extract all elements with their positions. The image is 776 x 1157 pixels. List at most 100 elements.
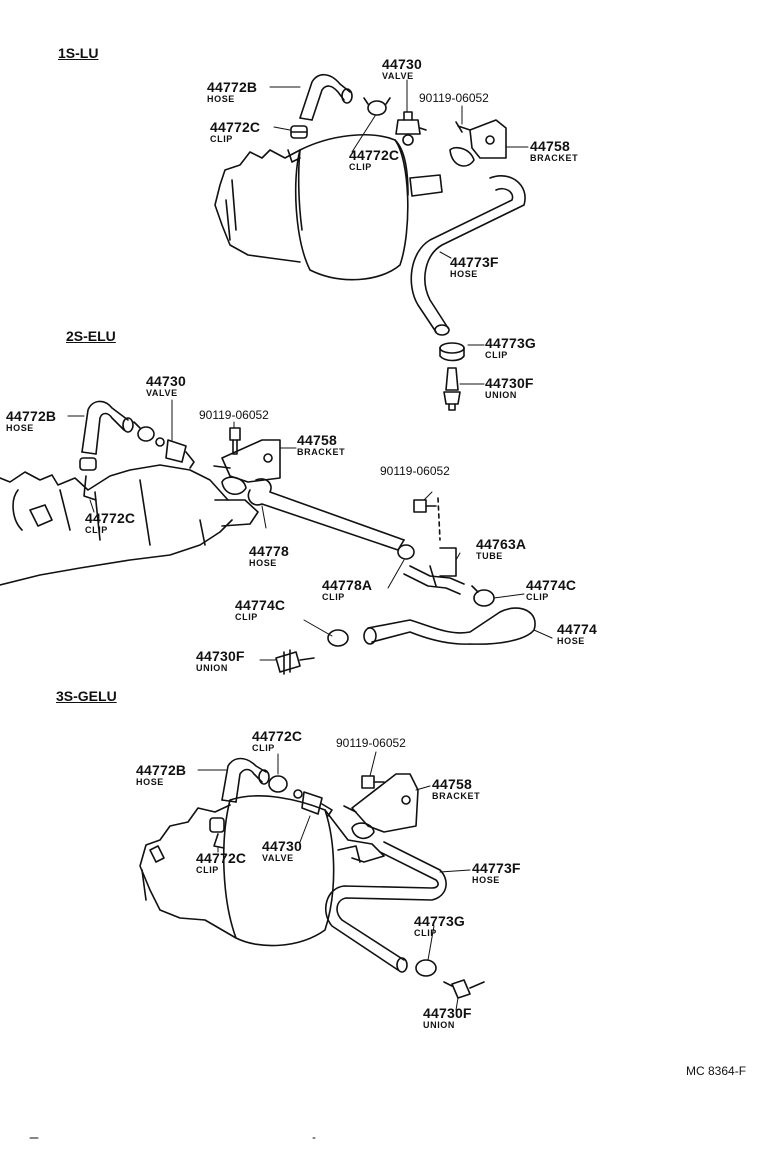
callout-part-name: BRACKET <box>530 153 579 163</box>
callout-part-name: BRACKET <box>432 791 481 801</box>
callout-part-name: UNION <box>423 1020 455 1030</box>
callout-part-name: CLIP <box>526 592 549 602</box>
callout-part-name: CLIP <box>252 743 275 753</box>
callout-part-number: 44772B <box>136 762 187 778</box>
s1-leaders <box>269 79 529 385</box>
callout-part-number: 44758 <box>432 776 472 792</box>
s1-hose-b <box>299 73 353 121</box>
callout-part-name: CLIP <box>349 162 372 172</box>
callout-part-number: 44772C <box>349 147 400 163</box>
callout-part-name: HOSE <box>472 875 500 885</box>
callout-part-name: CLIP <box>85 525 108 535</box>
callout-part-number: 44774C <box>235 597 286 613</box>
diagram-code: MC 8364-F <box>686 1064 747 1078</box>
callout-part-name: HOSE <box>249 558 277 568</box>
s2-bolt-b <box>413 497 441 541</box>
section-title-2s-elu: 2S-ELU <box>66 328 116 344</box>
s2-union-f <box>275 649 315 675</box>
s2-hose-78 <box>247 478 405 551</box>
s1-clip-c-left <box>290 125 308 139</box>
callout-part-name: CLIP <box>414 928 437 938</box>
callout-part-number: 90119-06052 <box>199 408 269 422</box>
callout-part-number: 44773G <box>485 335 537 351</box>
callout-part-name: HOSE <box>450 269 478 279</box>
callout-part-name: HOSE <box>6 423 34 433</box>
callout-part-name: VALVE <box>262 853 294 863</box>
s3-hose-f <box>324 841 447 973</box>
callout-part-number: 44763A <box>476 536 527 552</box>
callout-part-number: 44772C <box>252 728 303 744</box>
callout-part-number: 44778A <box>322 577 373 593</box>
callout-part-name: TUBE <box>476 551 503 561</box>
callout-part-name: CLIP <box>210 134 233 144</box>
callout-part-number: 44774C <box>526 577 577 593</box>
s2-tube-a <box>403 547 465 595</box>
callout-part-number: 44774 <box>557 621 597 637</box>
callout-part-number: 44758 <box>530 138 570 154</box>
callout-part-number: 44730 <box>382 56 422 72</box>
s3-valve <box>293 789 333 817</box>
s3-clip-c-low <box>209 817 225 849</box>
callout-part-number: 44730F <box>423 1005 472 1021</box>
callout-part-name: HOSE <box>136 777 164 787</box>
callout-part-number: 44773G <box>414 913 466 929</box>
s2-clip-c <box>79 457 97 501</box>
s2-clip-74c-right <box>471 585 495 607</box>
callout-part-name: CLIP <box>235 612 258 622</box>
callout-part-number: 44730 <box>262 838 302 854</box>
callout-part-name: HOSE <box>557 636 585 646</box>
s2-engine <box>0 464 259 586</box>
s1-union-f <box>443 367 461 411</box>
s2-clip-b <box>133 421 155 442</box>
callout-part-number: 44772C <box>85 510 136 526</box>
section-title-1s-lu: 1S-LU <box>58 45 99 61</box>
s2-hose-74 <box>363 607 536 645</box>
callout-part-name: VALVE <box>146 388 178 398</box>
callout-part-name: UNION <box>485 390 517 400</box>
s2-bolt-a <box>229 427 241 455</box>
callout-part-name: CLIP <box>485 350 508 360</box>
s1-clip-c-mid <box>363 97 391 116</box>
s1-hose-f <box>410 175 526 336</box>
callout-part-number: 44772C <box>210 119 261 135</box>
callout-part-number: 44758 <box>297 432 337 448</box>
callout-part-name: BRACKET <box>297 447 346 457</box>
s2-leaders <box>67 399 553 661</box>
s3-leaders <box>197 751 471 1011</box>
callout-part-number: 90119-06052 <box>419 91 489 105</box>
s3-clip-c-top <box>268 775 288 793</box>
s1-brake-booster <box>214 134 443 281</box>
s1-bracket <box>449 119 507 167</box>
s1-clip-g <box>439 342 465 362</box>
s2-hose-b <box>81 400 134 455</box>
callout-part-number: 44730F <box>196 648 245 664</box>
callout-part-name: UNION <box>196 663 228 673</box>
s2-clip-78a <box>397 544 415 560</box>
callout-part-number: 44773F <box>472 860 521 876</box>
s3-union-f <box>443 979 485 999</box>
s3-engine <box>139 795 385 947</box>
s3-clip-g <box>415 959 437 977</box>
callout-part-number: 44772C <box>196 850 247 866</box>
callout-part-name: CLIP <box>196 865 219 875</box>
s2-bracket <box>213 439 281 495</box>
s1-valve <box>395 111 427 146</box>
s2-valve <box>155 437 195 469</box>
callout-part-name: CLIP <box>322 592 345 602</box>
callout-part-name: HOSE <box>207 94 235 104</box>
callout-part-number: 44730F <box>485 375 534 391</box>
s2-clip-74c-left <box>327 629 349 647</box>
callout-part-number: 44773F <box>450 254 499 270</box>
s3-hose-b <box>221 757 270 803</box>
callout-part-number: 44730 <box>146 373 186 389</box>
callout-part-number: 44772B <box>207 79 258 95</box>
section-title-3s-gelu: 3S-GELU <box>56 688 117 704</box>
callout-part-number: 44772B <box>6 408 57 424</box>
callout-part-number: 90119-06052 <box>380 464 450 478</box>
callout-part-number: 90119-06052 <box>336 736 406 750</box>
callout-part-number: 44778 <box>249 543 289 559</box>
s3-bracket <box>343 773 419 840</box>
callout-part-name: VALVE <box>382 71 414 81</box>
